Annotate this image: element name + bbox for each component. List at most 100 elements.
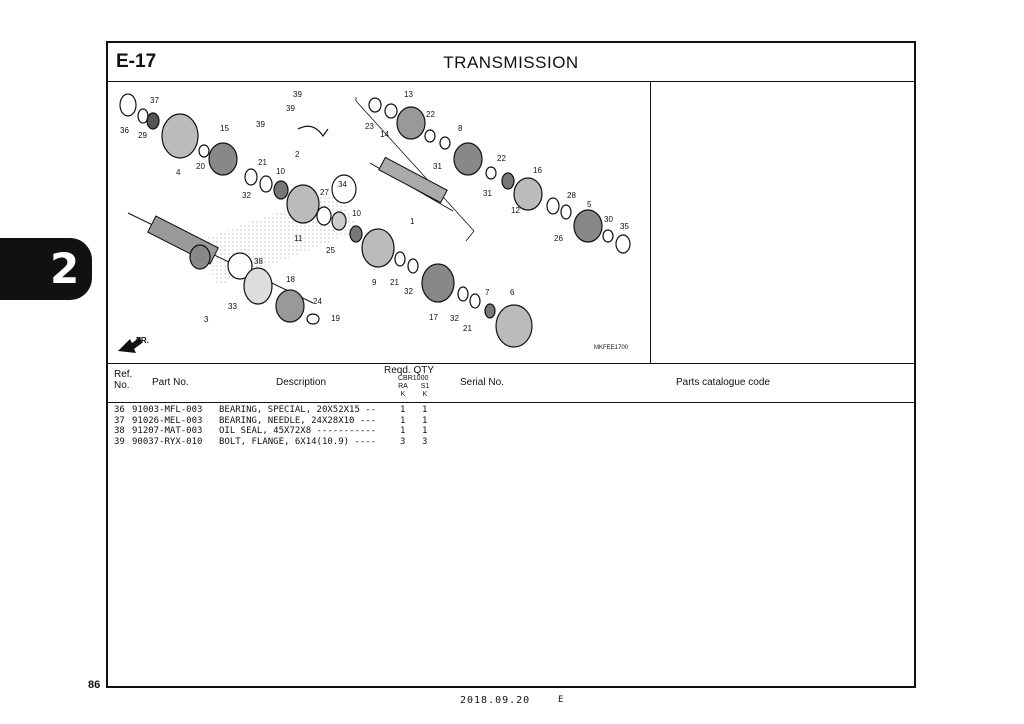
svg-text:26: 26 [554,234,563,243]
row-ref: 36 [114,405,125,415]
svg-text:5: 5 [587,200,592,209]
svg-text:11: 11 [294,234,303,243]
shift-fork [297,125,329,138]
row-qty-a: 1 [400,426,406,436]
col-catalogue-code: Parts catalogue code [676,377,770,388]
svg-text:19: 19 [331,314,340,323]
svg-text:39: 39 [256,120,265,129]
gear-set [119,93,631,348]
chapter-number: 2 [50,244,80,293]
table-row: 38 91207-MAT-003 OIL SEAL, 45X72X8 -----… [114,426,914,437]
svg-text:33: 33 [228,302,237,311]
svg-text:32: 32 [450,314,459,323]
svg-text:1: 1 [410,217,415,226]
svg-text:6: 6 [510,288,515,297]
col-ra-k: RA K [398,383,408,398]
col-model: CBR1000 [398,375,429,382]
svg-text:30: 30 [604,215,613,224]
svg-text:36: 36 [120,126,129,135]
svg-text:21: 21 [390,278,399,287]
svg-text:38: 38 [254,257,263,266]
col-description: Description [276,377,327,388]
svg-text:23: 23 [365,122,374,131]
row-qty-a: 3 [400,436,406,447]
svg-text:22: 22 [426,110,435,119]
row-ref: 39 [114,436,125,447]
row-part-no: 91026-MEL-003 [132,415,203,426]
exploded-diagram: 39 37 13 39 22 36 29 39 15 23 14 8 2 31 … [108,81,651,364]
svg-text:31: 31 [483,189,492,198]
svg-text:2: 2 [295,150,300,159]
transmission-diagram-drawing: 39 37 13 39 22 36 29 39 15 23 14 8 2 31 … [118,90,631,353]
table-row: 37 91026-MEL-003 BEARING, NEEDLE, 24X28X… [114,416,914,427]
row-part-no: 91003-MFL-003 [132,405,203,415]
page-title: TRANSMISSION [443,53,579,72]
parts-table-body: 36 91003-MFL-003 BEARING, SPECIAL, 20X52… [114,405,914,447]
svg-text:10: 10 [276,167,285,176]
footer-lang: E [558,695,564,705]
svg-text:13: 13 [404,90,413,99]
svg-text:4: 4 [176,168,181,177]
table-row: 39 90037-RYX-010 BOLT, FLANGE, 6X14(10.9… [114,437,914,448]
row-qty-a: 1 [400,415,406,426]
svg-text:FR.: FR. [136,336,149,345]
col-reqd-qty: Reqd. QTY [384,365,435,376]
svg-text:12: 12 [511,206,520,215]
footer-date: 2018.09.20 [460,695,531,706]
svg-text:35: 35 [620,222,629,231]
svg-text:28: 28 [567,191,576,200]
chapter-tab[interactable]: 2 [0,238,92,300]
row-description: OIL SEAL, 45X72X8 ----------- [219,426,377,436]
row-qty-a: 1 [400,405,406,415]
svg-text:32: 32 [242,191,251,200]
parts-table-header: Ref. No. Part No. Description Reqd. QTY … [108,364,914,403]
col-part-no: Part No. [152,377,189,388]
col-ref-no: Ref. No. [114,369,133,391]
svg-text:29: 29 [138,131,147,140]
callout-labels: 39 37 13 39 22 36 29 39 15 23 14 8 2 31 … [120,90,629,333]
row-qty-b: 1 [422,415,428,426]
svg-text:27: 27 [320,188,329,197]
row-part-no: 90037-RYX-010 [132,436,203,447]
mainshaft-spline [378,156,448,204]
page-frame: E-17 TRANSMISSION [106,41,916,688]
svg-text:31: 31 [433,162,442,171]
diagram-code: MKFEE1700 [594,345,629,351]
svg-text:16: 16 [533,166,542,175]
svg-text:39: 39 [286,104,295,113]
svg-text:24: 24 [313,297,322,306]
page-header: E-17 TRANSMISSION [108,43,914,82]
row-description: BEARING, SPECIAL, 20X52X15 -- [219,405,377,415]
svg-text:14: 14 [380,130,389,139]
svg-text:10: 10 [352,209,361,218]
row-ref: 38 [114,426,125,436]
svg-text:8: 8 [458,124,463,133]
svg-text:39: 39 [293,90,302,99]
section-code: E-17 [116,51,157,72]
svg-text:32: 32 [404,287,413,296]
row-qty-b: 1 [422,426,428,436]
svg-text:18: 18 [286,275,295,284]
svg-text:25: 25 [326,246,335,255]
svg-text:17: 17 [429,313,438,322]
svg-text:3: 3 [204,315,209,324]
row-ref: 37 [114,415,125,426]
row-qty-b: 3 [422,436,428,447]
svg-text:21: 21 [258,158,267,167]
svg-text:34: 34 [338,180,347,189]
svg-text:22: 22 [497,154,506,163]
svg-text:21: 21 [463,324,472,333]
svg-text:37: 37 [150,96,159,105]
col-s1-k: S1 K [420,383,430,398]
row-description: BOLT, FLANGE, 6X14(10.9) ---- [219,436,377,447]
diagram-side-panel [651,81,914,364]
svg-text:9: 9 [372,278,377,287]
row-qty-b: 1 [422,405,428,415]
row-part-no: 91207-MAT-003 [132,426,203,436]
hatch-band [198,191,358,286]
col-serial-no: Serial No. [460,377,504,388]
front-arrow-icon: FR. [118,336,149,353]
page-number: 86 [88,679,101,691]
svg-text:20: 20 [196,162,205,171]
row-description: BEARING, NEEDLE, 24X28X10 --- [219,415,377,426]
